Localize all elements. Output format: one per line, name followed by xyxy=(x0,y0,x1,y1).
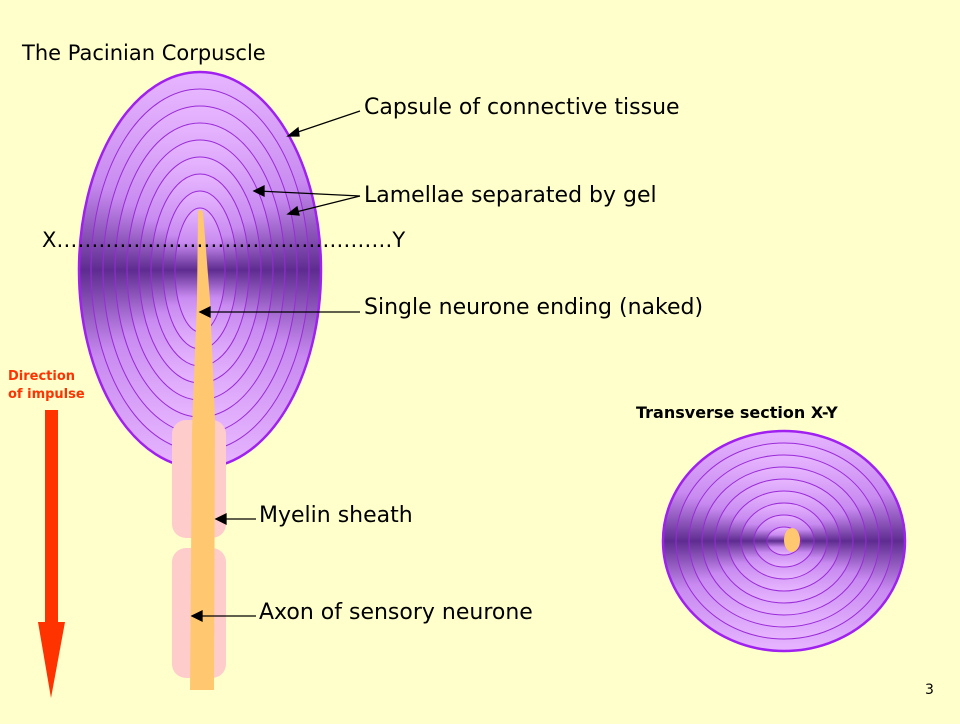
label-xy-line: X…………………………………………Y xyxy=(42,228,406,252)
label-axon: Axon of sensory neurone xyxy=(259,600,533,625)
label-direction-line1: Direction xyxy=(8,369,76,384)
label-transverse: Transverse section X-Y xyxy=(636,403,838,422)
page-title: The Pacinian Corpuscle xyxy=(22,41,266,65)
direction-arrow xyxy=(38,410,65,698)
label-lamellae: Lamellae separated by gel xyxy=(364,183,657,208)
axon-neurone xyxy=(190,210,215,690)
label-neurone-ending: Single neurone ending (naked) xyxy=(364,295,704,320)
label-capsule: Capsule of connective tissue xyxy=(364,95,680,120)
label-myelin: Myelin sheath xyxy=(259,503,413,528)
pointer-lines xyxy=(190,110,361,623)
page-number: 3 xyxy=(925,682,934,698)
transverse-nerve-core xyxy=(784,528,800,552)
transverse-section-disc xyxy=(661,429,907,653)
label-direction: Direction of impulse xyxy=(8,368,108,404)
label-direction-line2: of impulse xyxy=(8,387,85,402)
